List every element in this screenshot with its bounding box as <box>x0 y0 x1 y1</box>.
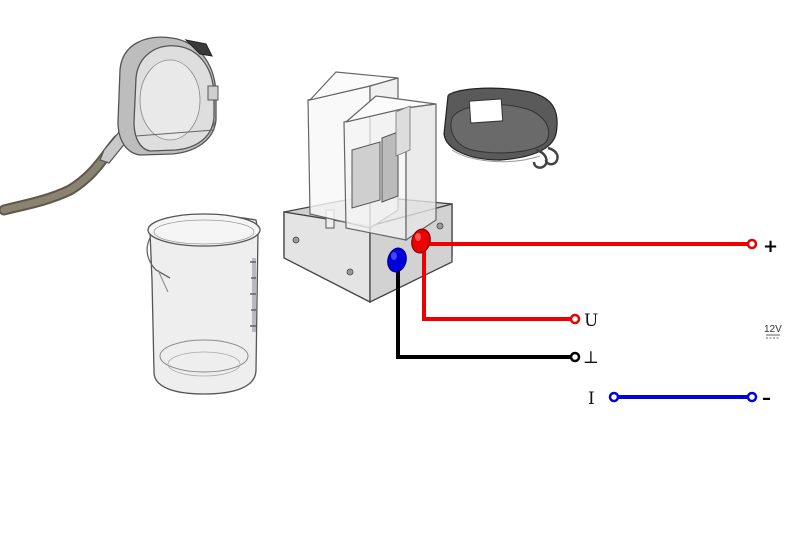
beaker-icon[interactable] <box>146 213 261 395</box>
wire-ground[interactable] <box>396 262 581 363</box>
plus-label: + <box>763 236 778 257</box>
terminal-u <box>569 313 581 325</box>
plug-blue-icon[interactable] <box>385 246 409 274</box>
minus-label: – <box>762 388 771 409</box>
terminal-minus <box>746 391 758 403</box>
terminal-i <box>608 391 620 403</box>
ground-label: ⊥ <box>583 348 599 368</box>
wire-current[interactable] <box>608 391 758 403</box>
terminal-plus <box>746 238 758 250</box>
svg-text:12V: 12V <box>764 324 782 335</box>
plug-red-icon[interactable] <box>409 227 433 255</box>
supply-voltage-label: 12V <box>764 324 782 339</box>
i-label: I <box>588 389 595 409</box>
wire-positive[interactable] <box>420 238 758 325</box>
terminal-ground <box>569 351 581 363</box>
electrolysis-cell-icon[interactable] <box>283 71 453 304</box>
u-label: U <box>584 311 598 331</box>
stopwatch-icon[interactable] <box>443 87 559 169</box>
tape-measure-icon[interactable] <box>0 36 219 216</box>
